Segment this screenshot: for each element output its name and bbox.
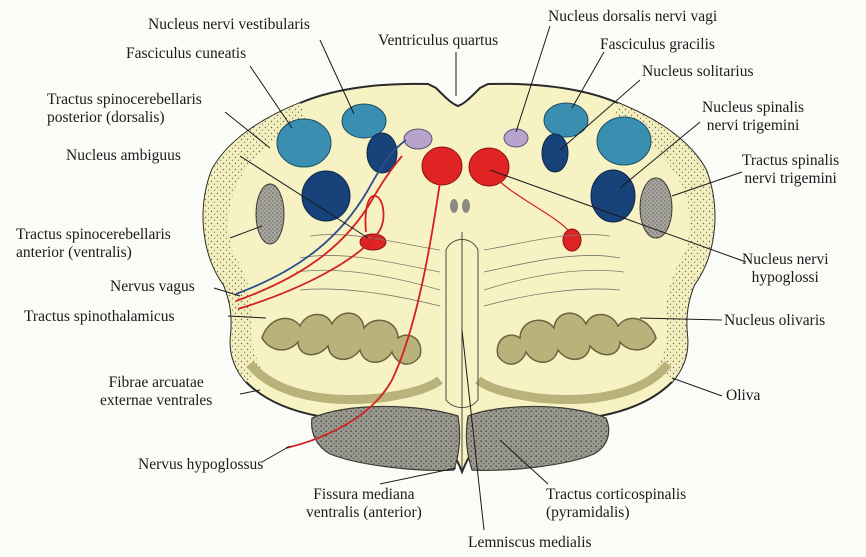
label-tractus-spinocerebellaris-anterior: Tractus spinocerebellaris anterior (vent… [16, 226, 171, 262]
label-nucleus-solitarius: Nucleus solitarius [642, 63, 754, 81]
label-oliva: Oliva [726, 387, 760, 405]
label-tractus-spinalis-nervi-trigemini: Tractus spinalis nervi trigemini [742, 152, 839, 188]
medial-bundle-2 [462, 199, 470, 213]
label-nucleus-ambiguus: Nucleus ambiguus [66, 147, 181, 165]
label-fasciculus-cuneatis: Fasciculus cuneatis [126, 45, 246, 63]
label-nervus-hypoglossus: Nervus hypoglossus [138, 456, 263, 474]
label-nervus-vagus: Nervus vagus [110, 278, 195, 296]
label-nucleus-olivaris: Nucleus olivaris [724, 312, 825, 330]
label-nucleus-nervi-vestibularis: Nucleus nervi vestibularis [148, 16, 310, 34]
label-ventriculus-quartus: Ventriculus quartus [378, 32, 498, 50]
tractus-spinalis-trigemini-left [256, 184, 284, 244]
label-nucleus-nervi-hypoglossi: Nucleus nervi hypoglossi [742, 251, 829, 287]
nucleus-hypoglossi-left [422, 147, 462, 185]
label-nucleus-dorsalis-nervi-vagi: Nucleus dorsalis nervi vagi [548, 8, 717, 26]
tractus-spinalis-trigemini-right [640, 178, 672, 238]
medial-bundle-1 [450, 199, 458, 213]
label-fissura-mediana-ventralis: Fissura mediana ventralis (anterior) [306, 486, 422, 522]
label-tractus-spinocerebellaris-posterior: Tractus spinocerebellaris posterior (dor… [47, 91, 202, 127]
label-fibrae-arcuatae-externae-ventrales: Fibrae arcuatae externae ventrales [100, 374, 212, 410]
nucleus-spinalis-trigemini-left [302, 171, 350, 221]
fasciculus-cuneatus-left [277, 119, 331, 167]
pyramis-right [466, 407, 608, 471]
fasciculus-cuneatus-right [597, 117, 651, 165]
label-tractus-spinothalamicus: Tractus spinothalamicus [24, 308, 175, 326]
nucleus-ambiguus-right [563, 229, 581, 251]
nucleus-dorsalis-vagi-left [404, 129, 432, 149]
pyramis-left [312, 407, 460, 471]
label-nucleus-spinalis-nervi-trigemini: Nucleus spinalis nervi trigemini [702, 99, 804, 135]
label-lemniscus-medialis: Lemniscus medialis [468, 534, 592, 552]
nucleus-solitarius-right [542, 134, 568, 172]
nucleus-hypoglossi-right [469, 148, 509, 186]
label-fasciculus-gracilis: Fasciculus gracilis [600, 36, 715, 54]
label-tractus-corticospinalis: Tractus corticospinalis (pyramidalis) [546, 486, 686, 522]
